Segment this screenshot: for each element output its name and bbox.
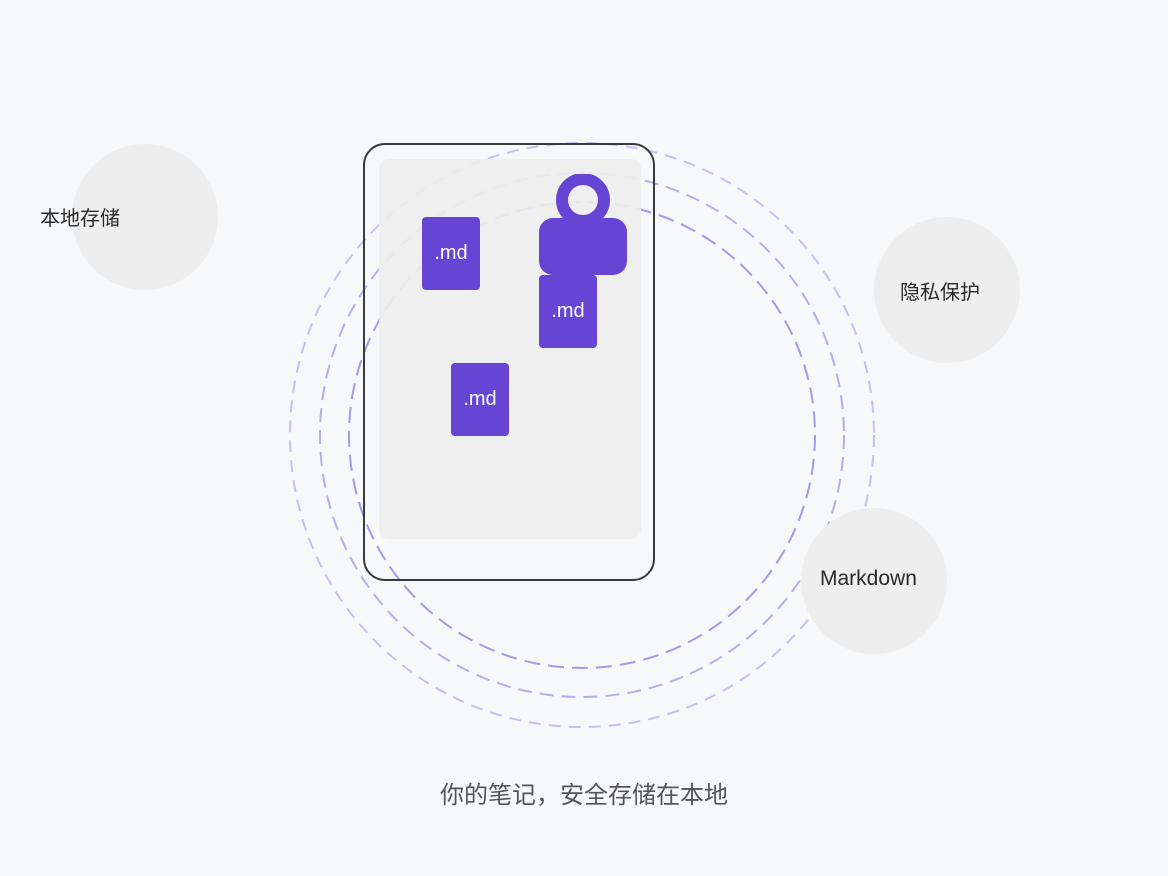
file-extension-label: .md [463,388,497,410]
file-extension-label: .md [551,300,585,322]
markdown-file-icon: .md [539,275,597,348]
feature-label-markdown: Markdown [820,567,917,590]
feature-bubble-local-storage [72,144,218,290]
feature-label-privacy: 隐私保护 [900,280,980,304]
feature-label-local-storage: 本地存储 [40,206,120,230]
markdown-file-icon: .md [422,217,480,290]
lock-icon [539,174,627,275]
feature-bubble-privacy [874,217,1020,363]
file-extension-label: .md [434,242,468,264]
markdown-file-icon: .md [451,363,509,436]
feature-bubble-markdown [801,508,947,654]
caption-text: 你的笔记，安全存储在本地 [440,781,728,809]
